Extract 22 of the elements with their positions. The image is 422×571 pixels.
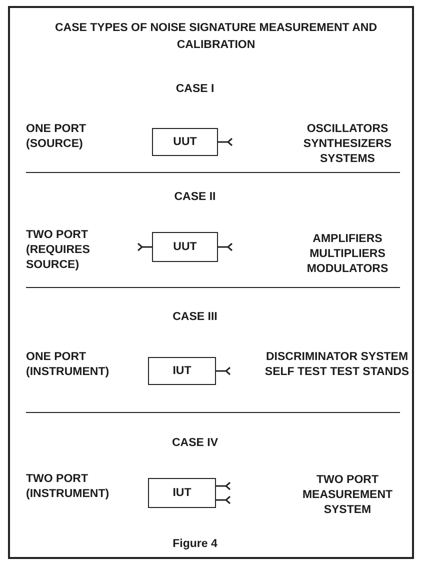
case-heading: CASE III bbox=[172, 310, 218, 325]
device-list: OSCILLATORS SYNTHESIZERS SYSTEMS bbox=[285, 122, 410, 167]
unit-label: UUT bbox=[173, 241, 197, 253]
port-type-label: ONE PORT (SOURCE) bbox=[26, 122, 88, 152]
unit-box bbox=[152, 232, 218, 262]
unit-box bbox=[152, 128, 218, 156]
unit-label: IUT bbox=[172, 365, 192, 377]
unit-box bbox=[148, 357, 216, 385]
device-list: TWO PORT MEASUREMENT SYSTEM bbox=[285, 473, 410, 518]
unit-label: IUT bbox=[172, 487, 192, 499]
device-list: DISCRIMINATOR SYSTEM SELF TEST TEST STANDS bbox=[262, 350, 412, 380]
port-type-label: ONE PORT (INSTRUMENT) bbox=[26, 350, 110, 380]
device-list: AMPLIFIERS MULTIPLIERS MODULATORS bbox=[285, 232, 410, 277]
port-type-label: TWO PORT (INSTRUMENT) bbox=[26, 472, 110, 502]
unit-box bbox=[148, 478, 216, 508]
figure-caption: Figure 4 bbox=[172, 537, 218, 552]
port-type-label: TWO PORT (REQUIRES SOURCE) bbox=[26, 228, 91, 273]
case-heading: CASE II bbox=[173, 190, 217, 205]
case-heading: CASE I bbox=[174, 82, 216, 97]
unit-label: UUT bbox=[173, 136, 197, 148]
figure-title: CASE TYPES OF NOISE SIGNATURE MEASUREMENT AND CALIBRATION bbox=[54, 21, 378, 53]
case-heading: CASE IV bbox=[170, 436, 219, 451]
